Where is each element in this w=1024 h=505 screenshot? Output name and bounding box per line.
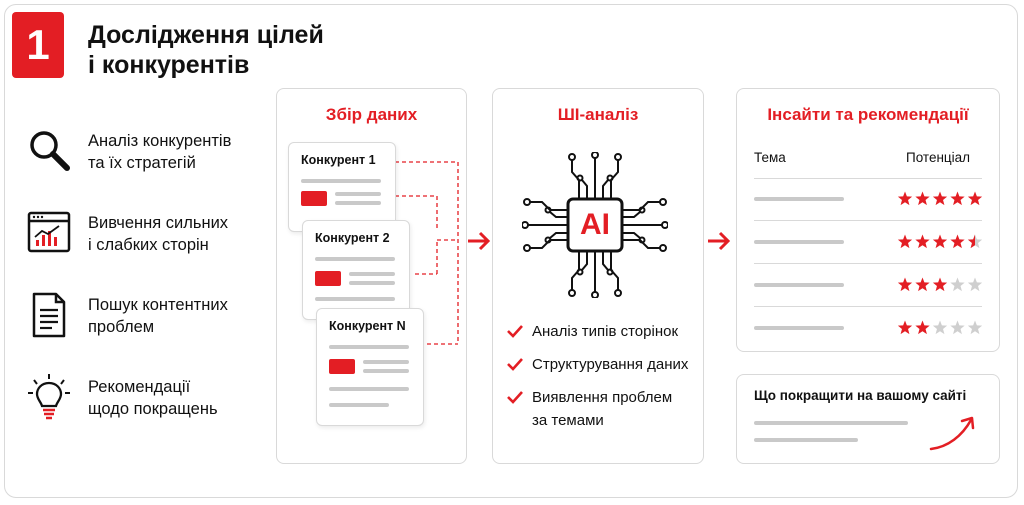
text-placeholder-bar xyxy=(329,403,389,407)
collect-data-title: Збір даних xyxy=(325,105,418,124)
competitor-label: Конкурент 2 xyxy=(315,231,390,245)
topic-placeholder-bar xyxy=(754,326,844,330)
highlight-block xyxy=(315,271,341,286)
magnifier-icon xyxy=(30,131,70,171)
left-item-strengths: Вивчення сильних і слабких сторін xyxy=(26,210,266,270)
rating-stars-row-3 xyxy=(897,277,983,292)
ai-chip-label: AI xyxy=(580,208,610,241)
left-item-recommendations: Рекомендації щодо покращень xyxy=(26,374,266,434)
star-filled-icon xyxy=(915,191,930,206)
competitor-label: Конкурент N xyxy=(329,319,406,333)
row-divider xyxy=(754,178,982,179)
bar-chart-window-icon xyxy=(27,211,71,253)
improve-card xyxy=(736,374,1000,464)
left-item-content-problems: Пошук контентних проблем xyxy=(26,292,266,352)
checkmark-icon xyxy=(507,325,523,338)
star-filled-icon xyxy=(932,191,948,206)
left-item-line-1: Пошук контентних xyxy=(88,296,228,314)
left-item-competitor-analysis: Аналіз конкурентів та їх стратегій xyxy=(26,128,266,188)
ai-analysis-card: ШІ-аналіз xyxy=(492,88,704,464)
star-filled-icon xyxy=(897,234,913,249)
page-title: Дослідження цілей і конкурентів xyxy=(88,20,348,80)
highlight-block xyxy=(301,191,327,206)
text-placeholder-bar xyxy=(363,360,409,364)
arrow-right-icon xyxy=(468,231,491,251)
text-placeholder-bar xyxy=(349,272,395,276)
star-empty-icon xyxy=(950,277,965,292)
check-item-line-1: Виявлення проблем xyxy=(532,389,673,406)
column-header-potential: Потенціал xyxy=(906,150,971,165)
text-placeholder-bar xyxy=(335,192,381,196)
star-filled-icon xyxy=(932,234,948,249)
document-icon xyxy=(32,292,66,338)
title-line-2: і конкурентів xyxy=(88,51,250,79)
left-item-line-1: Вивчення сильних xyxy=(88,214,229,232)
star-filled-icon xyxy=(915,320,930,335)
topic-placeholder-bar xyxy=(754,240,844,244)
rating-stars-row-2 xyxy=(897,234,983,249)
left-item-line-1: Аналіз конкурентів xyxy=(88,132,232,150)
title-line-1: Дослідження цілей xyxy=(88,21,324,49)
star-filled-icon xyxy=(915,234,930,249)
star-filled-icon xyxy=(950,191,965,206)
star-filled-icon xyxy=(897,191,913,206)
star-empty-icon xyxy=(967,320,983,335)
text-placeholder-bar xyxy=(363,369,409,373)
star-empty-icon xyxy=(932,320,948,335)
star-half-icon xyxy=(967,234,975,249)
row-divider xyxy=(754,306,982,307)
text-placeholder-bar xyxy=(301,179,381,183)
improve-title: Що покращити на вашому сайті xyxy=(754,388,967,403)
topic-placeholder-bar xyxy=(754,197,844,201)
star-filled-icon xyxy=(932,277,948,292)
text-placeholder-bar xyxy=(329,345,409,349)
left-item-line-2: і слабких сторін xyxy=(88,236,209,254)
checkmark-icon xyxy=(507,358,523,371)
star-filled-icon xyxy=(897,277,913,292)
ai-analysis-title: ШІ-аналіз xyxy=(557,105,639,124)
left-item-line-1: Рекомендації xyxy=(88,378,191,396)
checkmark-icon xyxy=(507,391,523,404)
topic-placeholder-bar xyxy=(754,283,844,287)
trend-up-arrow-icon xyxy=(929,416,975,451)
row-divider xyxy=(754,220,982,221)
check-item-text: Аналіз типів сторінок xyxy=(532,323,679,340)
check-item-line-2: за темами xyxy=(532,412,604,429)
competitor-card-1: Конкурент 1 xyxy=(288,142,396,232)
connector-lines xyxy=(395,161,459,345)
left-item-line-2: щодо покращень xyxy=(88,400,218,418)
text-placeholder-bar xyxy=(335,201,381,205)
rating-stars-row-1 xyxy=(897,191,983,206)
text-placeholder-bar xyxy=(315,257,395,261)
competitor-card-2: Конкурент 2 xyxy=(302,220,410,320)
highlight-block xyxy=(329,359,355,374)
competitor-label: Конкурент 1 xyxy=(301,153,376,167)
star-empty-icon xyxy=(967,277,983,292)
row-divider xyxy=(754,263,982,264)
star-filled-icon xyxy=(967,191,983,206)
check-item-text: Виявлення проблем за темами xyxy=(532,386,712,432)
text-placeholder-bar xyxy=(315,297,395,301)
insights-title: Інсайти та рекомендації xyxy=(767,105,969,124)
arrow-right-icon xyxy=(708,231,731,251)
rating-stars-row-4 xyxy=(897,320,983,335)
lightbulb-icon xyxy=(28,374,70,420)
competitor-card-n: Конкурент N xyxy=(316,308,424,426)
text-placeholder-bar xyxy=(349,281,395,285)
star-filled-icon xyxy=(897,320,913,335)
text-placeholder-bar xyxy=(329,387,409,391)
star-empty-icon xyxy=(950,320,965,335)
left-item-line-2: та їх стратегій xyxy=(88,154,196,172)
text-placeholder-bar xyxy=(754,438,858,442)
step-number-badge: 1 xyxy=(12,12,64,78)
left-item-line-2: проблем xyxy=(88,318,155,336)
ai-chip-icon xyxy=(522,152,668,298)
star-filled-icon xyxy=(950,234,965,249)
check-item-text: Структурування даних xyxy=(532,356,689,373)
star-filled-icon xyxy=(915,277,930,292)
text-placeholder-bar xyxy=(754,421,908,425)
column-header-topic: Тема xyxy=(754,150,786,165)
